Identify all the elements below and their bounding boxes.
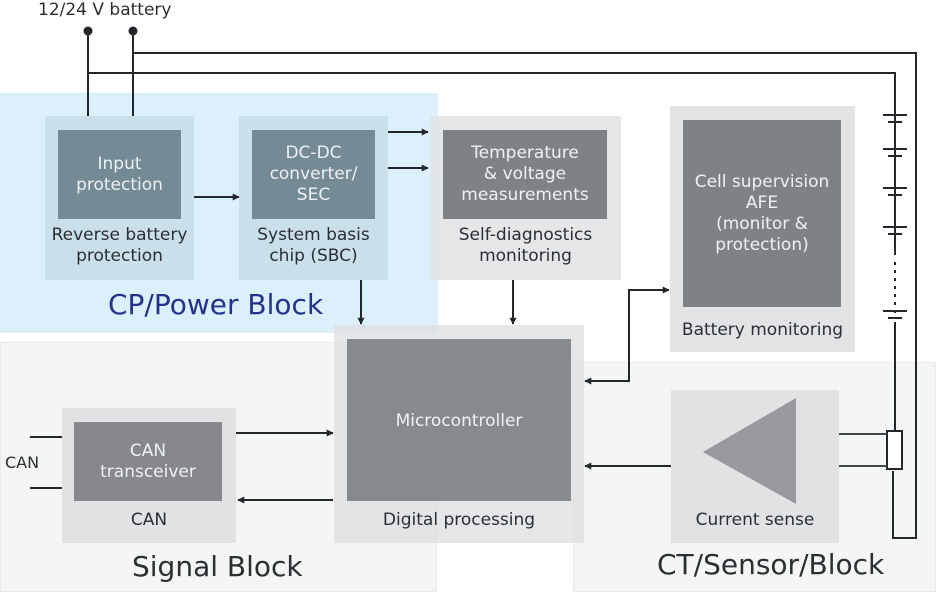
temperature-voltage-chip: Temperature & voltage measurements: [443, 130, 607, 219]
cell-supervision-afe-chip: Cell supervision AFE (monitor & protecti…: [683, 120, 841, 307]
amplifier-triangle-icon: [703, 398, 796, 504]
input-protection-caption: Reverse battery protection: [51, 225, 188, 266]
self-diagnostics-caption: Self-diagnostics monitoring: [458, 225, 593, 266]
can-transceiver-chip: CAN transceiver: [74, 422, 222, 501]
power-block-title: CP/Power Block: [108, 288, 324, 321]
battery-terminal-2-dot: [128, 26, 138, 36]
amplifier-triangle: [703, 398, 796, 504]
battery-cells: [883, 114, 907, 319]
battery-label: 12/24 V battery: [38, 0, 172, 20]
dc-dc-converter-chip: DC-DC converter/ SEC: [252, 130, 375, 219]
current-sense-caption: Current sense: [695, 510, 815, 530]
battery-monitoring-caption: Battery monitoring: [681, 320, 844, 340]
signal-block-title: Signal Block: [132, 550, 303, 583]
can-caption: CAN: [130, 510, 168, 530]
digital-processing-caption: Digital processing: [382, 510, 536, 530]
microcontroller-chip: Microcontroller: [347, 339, 571, 501]
input-protection-chip: Input protection: [58, 130, 181, 219]
sensor-block-title: CT/Sensor/Block: [657, 548, 885, 581]
battery-terminal-1-dot: [83, 26, 93, 36]
microcontroller-label: Microcontroller: [395, 411, 523, 431]
sbc-caption: System basis chip (SBC): [257, 225, 370, 266]
can-bus-label: CAN: [5, 453, 40, 472]
